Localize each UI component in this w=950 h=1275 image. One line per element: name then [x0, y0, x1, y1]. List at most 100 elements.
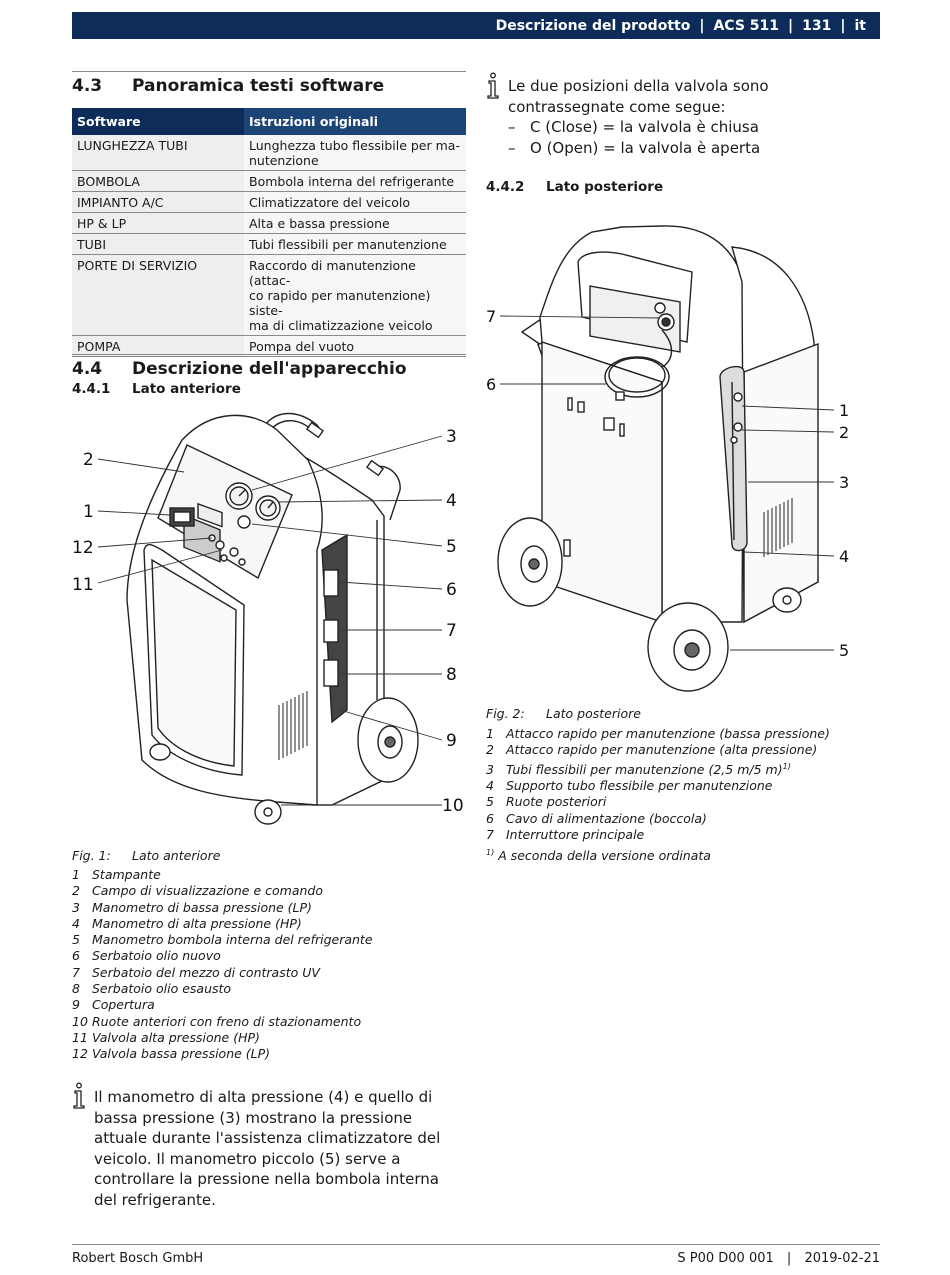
section-rule — [72, 71, 466, 72]
callout-3: 3 — [446, 427, 457, 447]
callout-12: 12 — [72, 538, 94, 558]
header-page-number: 131 — [802, 17, 832, 34]
callout-7: 7 — [486, 307, 496, 326]
header-section: Descrizione del prodotto — [495, 17, 691, 34]
callout-4: 4 — [839, 547, 849, 566]
callout-6: 6 — [486, 375, 496, 394]
callout-7: 7 — [446, 621, 457, 641]
section-heading-4-3: 4.3 Panoramica testi software — [72, 76, 466, 98]
section-title: Panoramica testi software — [132, 76, 385, 96]
section-heading-4-4: 4.4 Descrizione dell'apparecchio — [72, 359, 466, 381]
callout-1: 1 — [83, 502, 94, 522]
subsection-number: 4.4.2 — [486, 179, 525, 195]
rear-side-illustration: 1 2 3 4 5 6 7 — [486, 225, 849, 692]
footer-doc-number: S P00 D00 001 — [677, 1251, 774, 1266]
table-row: IMPIANTO A/C Climatizzatore del veicolo — [72, 191, 466, 213]
table-row: HP & LP Alta e bassa pressione — [72, 212, 466, 234]
table-cell: Bombola interna del refrigerante — [244, 170, 466, 192]
table-cell: Pompa del vuoto — [244, 335, 466, 357]
header-language: it — [854, 17, 867, 34]
table-cell: LUNGHEZZA TUBI — [72, 135, 244, 171]
header-product: ACS 511 — [713, 17, 780, 34]
table-row: PORTE DI SERVIZIO Raccordo di manutenzio… — [72, 254, 466, 336]
subsection-heading-4-4-1: 4.4.1 Lato anteriore — [72, 381, 466, 399]
caption-label: Fig. 2: — [486, 706, 525, 721]
callout-9: 9 — [446, 731, 457, 751]
callout-4: 4 — [446, 491, 457, 511]
footer-rule — [72, 1244, 880, 1245]
callout-6: 6 — [446, 580, 457, 600]
callout-5: 5 — [446, 537, 457, 557]
callout-2: 2 — [83, 450, 94, 470]
section-rule — [72, 354, 466, 355]
table-header-row: Software Istruzioni originali — [72, 108, 466, 135]
table-cell: Climatizzatore del veicolo — [244, 191, 466, 213]
caption-text: Lato posteriore — [546, 706, 641, 721]
section-number: 4.3 — [72, 76, 103, 96]
table-header-software: Software — [72, 108, 244, 135]
callout-5: 5 — [839, 641, 849, 660]
subsection-title: Lato anteriore — [132, 381, 241, 397]
subsection-heading-4-4-2: 4.4.2 Lato posteriore — [486, 179, 880, 197]
footer-doc-info: S P00 D00 001 | 2019-02-21 — [677, 1251, 880, 1266]
table-cell: HP & LP — [72, 212, 244, 234]
valve-info-note: Le due posizioni della valvola sono cont… — [508, 76, 880, 158]
front-side-illustration: 2 1 3 4 5 6 7 8 9 10 11 12 — [72, 412, 464, 825]
footer-date: 2019-02-21 — [804, 1251, 880, 1266]
figure-2-caption: Fig. 2: Lato posteriore — [486, 706, 880, 722]
info-icon — [73, 1082, 85, 1109]
callout-3: 3 — [839, 473, 849, 492]
info-icon — [487, 72, 499, 99]
footnote-mark: 1) — [782, 761, 791, 771]
table-row: POMPA Pompa del vuoto — [72, 335, 466, 357]
section-number: 4.4 — [72, 359, 103, 379]
table-header-original: Istruzioni originali — [244, 108, 466, 135]
table-cell: TUBI — [72, 233, 244, 255]
table-cell: Alta e bassa pressione — [244, 212, 466, 234]
subsection-title: Lato posteriore — [546, 179, 664, 195]
valve-positions-list: C (Close) = la valvola è chiusa O (Open)… — [508, 117, 880, 158]
callout-2: 2 — [839, 423, 849, 442]
table-cell: PORTE DI SERVIZIO — [72, 254, 244, 336]
table-cell: Raccordo di manutenzione (attac- co rapi… — [244, 254, 466, 336]
valve-note-intro: Le due posizioni della valvola sono cont… — [508, 77, 769, 116]
table-row: BOMBOLA Bombola interna del refrigerante — [72, 170, 466, 192]
table-cell: IMPIANTO A/C — [72, 191, 244, 213]
footnote-number: 1) — [486, 848, 495, 857]
table-cell: POMPA — [72, 335, 244, 357]
caption-text: Lato anteriore — [132, 848, 221, 863]
software-texts-table: Software Istruzioni originali LUNGHEZZA … — [72, 108, 466, 357]
table-cell: Lunghezza tubo flessibile per ma- nutenz… — [244, 135, 466, 171]
callout-1: 1 — [839, 401, 849, 420]
figure-1-caption: Fig. 1: Lato anteriore — [72, 848, 466, 864]
figure-2-footnote: 1) A seconda della versione ordinata — [486, 848, 880, 864]
table-row: LUNGHEZZA TUBI Lunghezza tubo flessibile… — [72, 135, 466, 171]
gauge-info-note: Il manometro di alta pressione (4) e que… — [94, 1088, 441, 1209]
table-cell: BOMBOLA — [72, 170, 244, 192]
footer-company: Robert Bosch GmbH — [72, 1251, 204, 1266]
callout-8: 8 — [446, 665, 457, 685]
footnote-text: A seconda della versione ordinata — [498, 848, 711, 864]
subsection-number: 4.4.1 — [72, 381, 111, 397]
page-header: Descrizione del prodotto | ACS 511 | 131… — [72, 12, 880, 39]
table-row: TUBI Tubi flessibili per manutenzione — [72, 233, 466, 255]
